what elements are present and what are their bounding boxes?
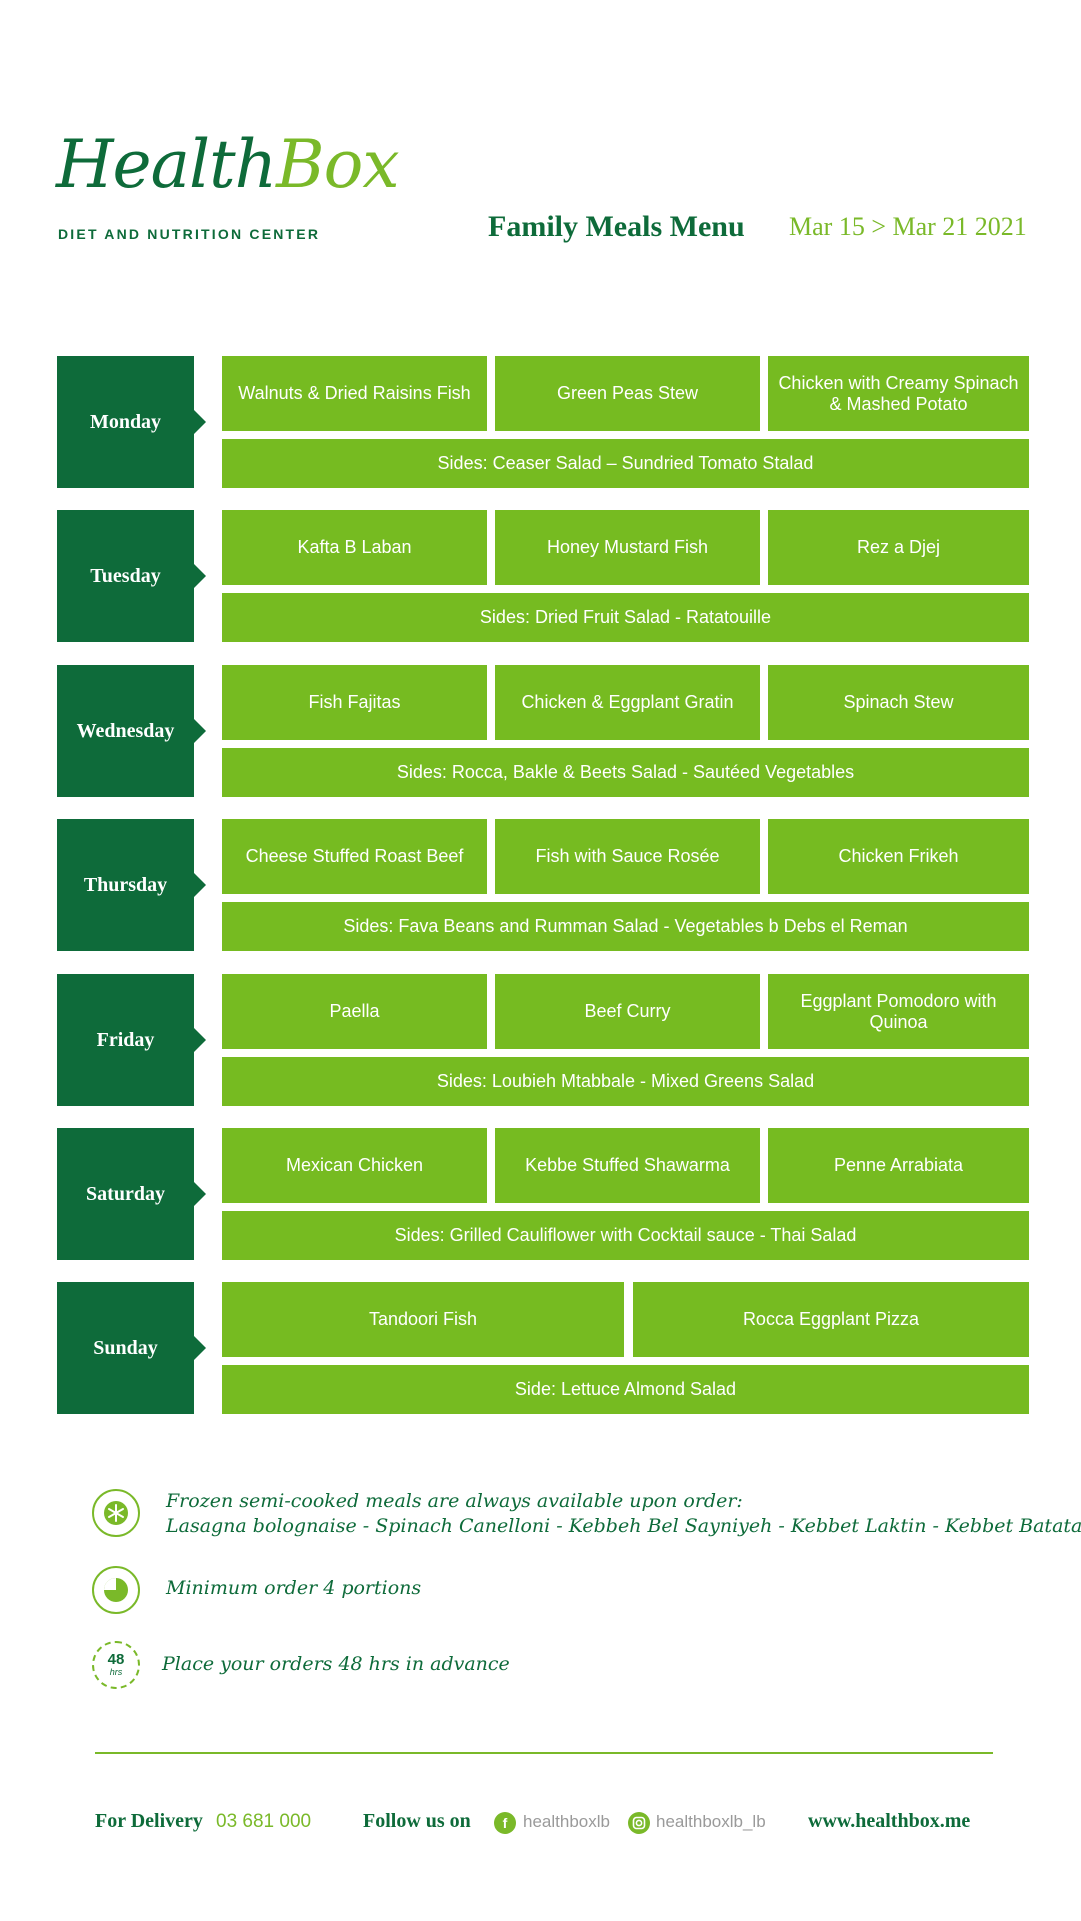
follow-label: Follow us on xyxy=(363,1810,471,1832)
meal-item: Rez a Djej xyxy=(768,510,1029,585)
instagram-handle[interactable]: healthboxlb_lb xyxy=(656,1812,766,1831)
sides-bar: Sides: Dried Fruit Salad - Ratatouille xyxy=(222,593,1029,642)
facebook-handle[interactable]: healthboxlb xyxy=(523,1812,610,1831)
facebook-icon[interactable]: f xyxy=(494,1812,516,1834)
delivery-label: For Delivery xyxy=(95,1810,203,1832)
day-label: Friday xyxy=(57,974,206,1106)
day-block-tuesday: Tuesday Kafta B Laban Honey Mustard Fish… xyxy=(57,510,1029,642)
icon-48-number: 48 xyxy=(107,1651,125,1668)
meal-item: Kebbe Stuffed Shawarma xyxy=(495,1128,760,1203)
meal-item: Chicken with Creamy Spinach & Mashed Pot… xyxy=(768,356,1029,431)
day-block-thursday: Thursday Cheese Stuffed Roast Beef Fish … xyxy=(57,819,1029,951)
meal-item: Fish with Sauce Rosée xyxy=(495,819,760,894)
meal-item: Penne Arrabiata xyxy=(768,1128,1029,1203)
sides-bar: Sides: Grilled Cauliflower with Cocktail… xyxy=(222,1211,1029,1260)
day-block-saturday: Saturday Mexican Chicken Kebbe Stuffed S… xyxy=(57,1128,1029,1260)
meal-item: Chicken & Eggplant Gratin xyxy=(495,665,760,740)
sides-bar: Sides: Loubieh Mtabbale - Mixed Greens S… xyxy=(222,1057,1029,1106)
meal-item: Walnuts & Dried Raisins Fish xyxy=(222,356,487,431)
day-label: Thursday xyxy=(57,819,206,951)
icon-48-unit: hrs xyxy=(109,1667,123,1677)
delivery-phone[interactable]: 03 681 000 xyxy=(216,1811,312,1832)
menu-title: Family Meals Menu xyxy=(488,210,745,243)
meal-item: Rocca Eggplant Pizza xyxy=(633,1282,1029,1357)
sides-bar: Sides: Ceaser Salad – Sundried Tomato St… xyxy=(222,439,1029,488)
logo-tagline: DIET AND NUTRITION CENTER xyxy=(58,226,321,242)
snowflake-icon xyxy=(92,1489,140,1537)
frozen-line-2: Lasagna bolognaise - Spinach Canelloni -… xyxy=(166,1515,1081,1537)
day-block-wednesday: Wednesday Fish Fajitas Chicken & Eggplan… xyxy=(57,665,1029,797)
frozen-line-1: Frozen semi-cooked meals are always avai… xyxy=(166,1490,743,1512)
sides-bar: Sides: Fava Beans and Rumman Salad - Veg… xyxy=(222,902,1029,951)
day-label: Monday xyxy=(57,356,206,488)
meal-item: Chicken Frikeh xyxy=(768,819,1029,894)
meal-item: Kafta B Laban xyxy=(222,510,487,585)
meal-item: Fish Fajitas xyxy=(222,665,487,740)
meal-item: Spinach Stew xyxy=(768,665,1029,740)
sides-bar: Side: Lettuce Almond Salad xyxy=(222,1365,1029,1414)
day-block-monday: Monday Walnuts & Dried Raisins Fish Gree… xyxy=(57,356,1029,488)
logo-wordmark: HealthBox xyxy=(56,125,400,205)
day-block-friday: Friday Paella Beef Curry Eggplant Pomodo… xyxy=(57,974,1029,1106)
day-block-sunday: Sunday Tandoori Fish Rocca Eggplant Pizz… xyxy=(57,1282,1029,1414)
healthbox-logo: HealthBox DIET AND NUTRITION CENTER xyxy=(56,125,400,245)
footer-divider xyxy=(95,1752,993,1754)
meal-item: Green Peas Stew xyxy=(495,356,760,431)
meal-item: Cheese Stuffed Roast Beef xyxy=(222,819,487,894)
day-label: Saturday xyxy=(57,1128,206,1260)
logo-box: Box xyxy=(276,126,399,203)
meal-item: Eggplant Pomodoro with Quinoa xyxy=(768,974,1029,1049)
logo-health: Health xyxy=(56,126,277,203)
website-link[interactable]: www.healthbox.me xyxy=(808,1810,971,1832)
sides-bar: Sides: Rocca, Bakle & Beets Salad - Saut… xyxy=(222,748,1029,797)
instagram-icon[interactable] xyxy=(628,1812,650,1834)
day-label: Sunday xyxy=(57,1282,206,1414)
meal-item: Mexican Chicken xyxy=(222,1128,487,1203)
clock-48-icon: 48 hrs xyxy=(92,1641,140,1689)
meal-item: Honey Mustard Fish xyxy=(495,510,760,585)
meal-item: Beef Curry xyxy=(495,974,760,1049)
footer: For Delivery 03 681 000 Follow us on f h… xyxy=(0,1810,1081,1840)
pie-chart-icon xyxy=(92,1566,140,1614)
day-label: Wednesday xyxy=(57,665,206,797)
day-label: Tuesday xyxy=(57,510,206,642)
menu-dates: Mar 15 > Mar 21 2021 xyxy=(789,212,1027,241)
advance-order-text: Place your orders 48 hrs in advance xyxy=(162,1653,510,1675)
meal-item: Tandoori Fish xyxy=(222,1282,624,1357)
minimum-order-text: Minimum order 4 portions xyxy=(166,1577,422,1599)
meal-item: Paella xyxy=(222,974,487,1049)
